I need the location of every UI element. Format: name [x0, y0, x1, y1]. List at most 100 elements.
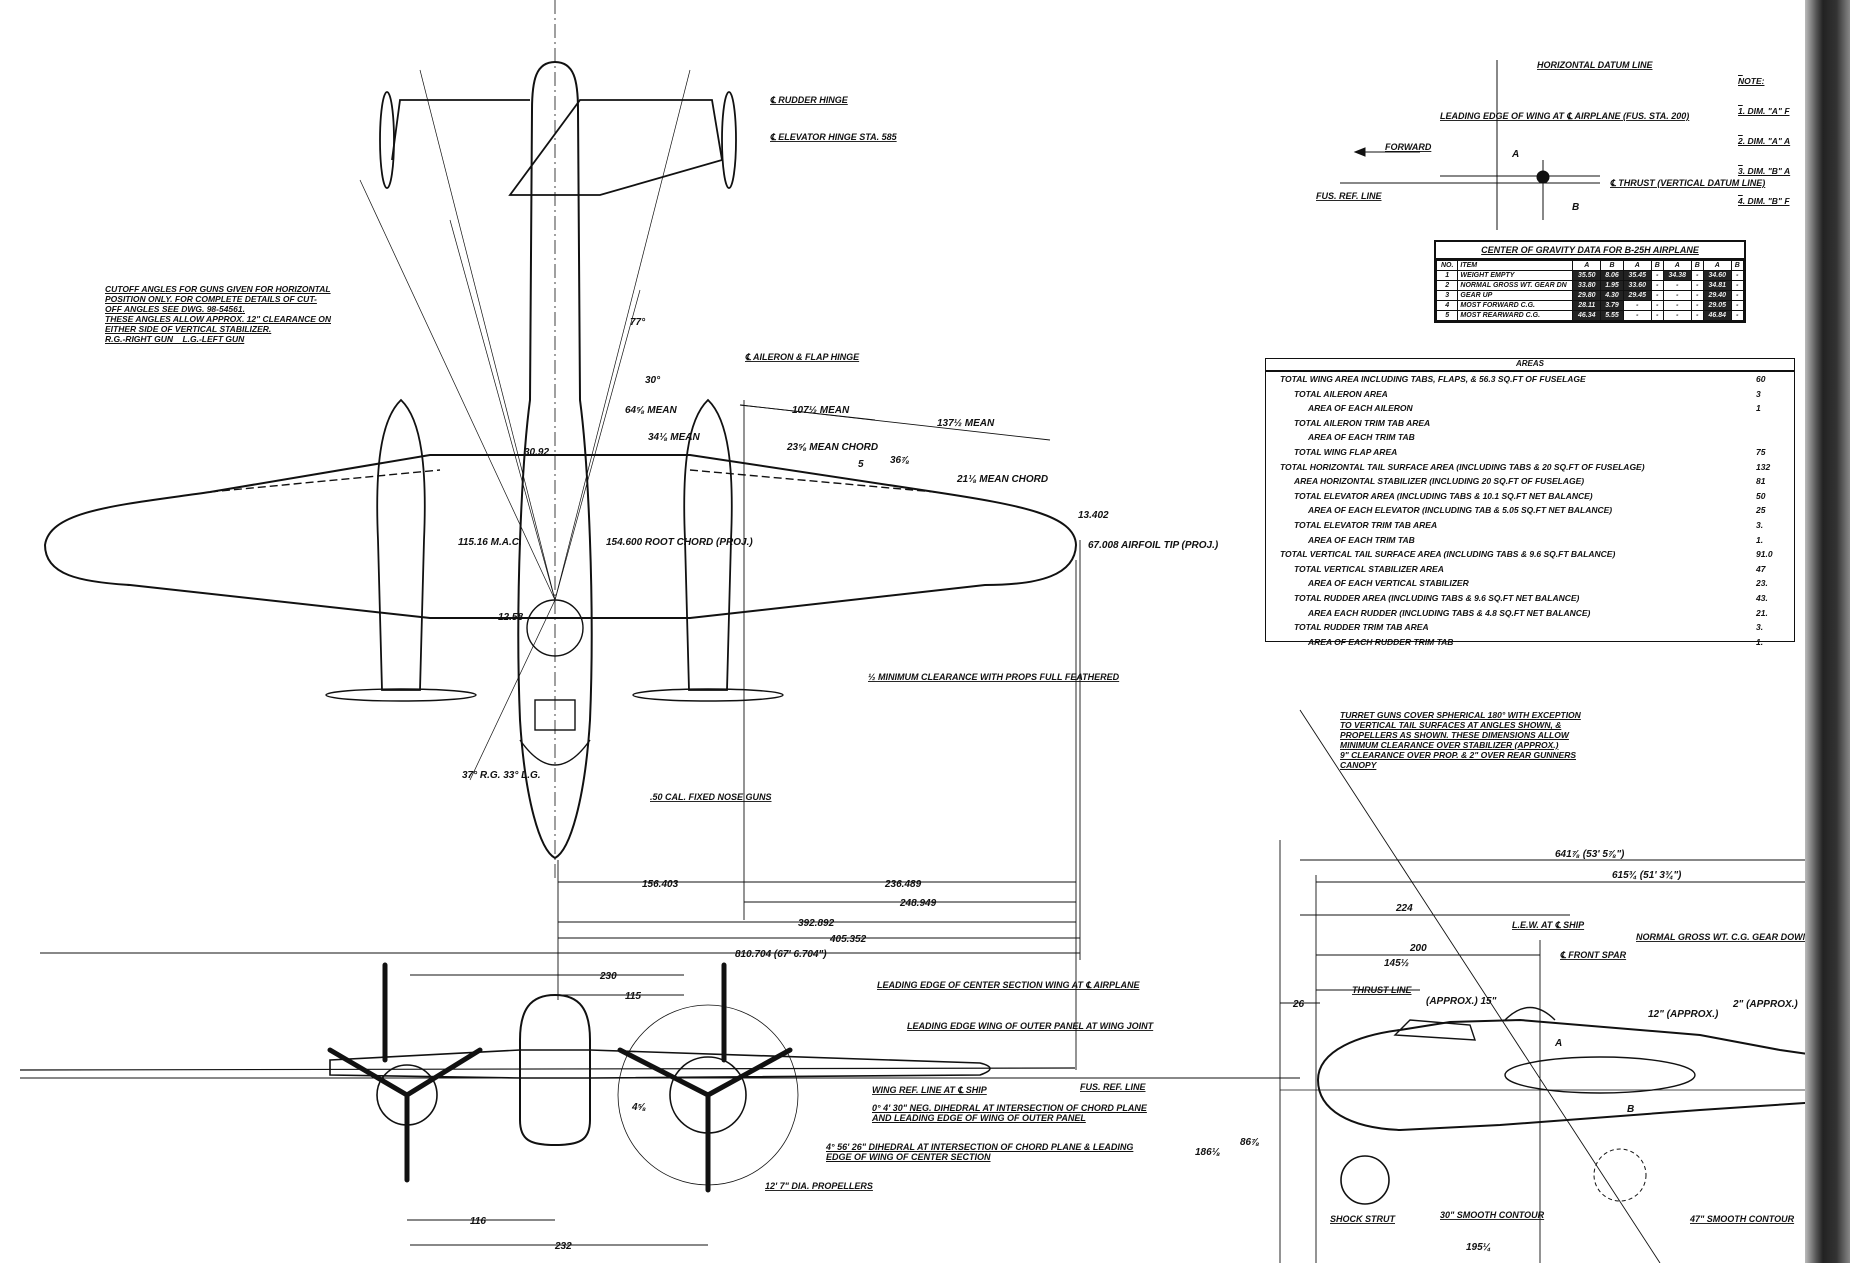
cg-value-cell: 28.11	[1572, 300, 1602, 311]
dim-86: 86⅞	[1240, 1137, 1259, 1148]
area-value: 50	[1756, 490, 1766, 501]
cg-header-cell: ITEM	[1457, 260, 1574, 271]
right-vertical-tail	[721, 91, 737, 189]
dim-107-mean: 107½ MEAN	[792, 405, 850, 416]
forward-label: FORWARD	[1385, 142, 1432, 152]
fuselage-side	[1316, 1018, 1850, 1132]
horizontal-datum-label: HORIZONTAL DATUM LINE	[1537, 60, 1653, 70]
cg-row-number: 3	[1435, 290, 1459, 301]
area-value: 25	[1756, 505, 1766, 516]
areas-row: TOTAL WING AREA INCLUDING TABS, FLAPS, &…	[1266, 372, 1794, 387]
cg-value-cell: 3.79	[1600, 300, 1624, 311]
dim-30-92: 30.92	[524, 447, 549, 458]
datum-diagram	[1340, 60, 1600, 230]
cg-value-cell: -	[1730, 300, 1745, 311]
dim-641: 641⅞ (53' 5⅞")	[1555, 849, 1625, 860]
dim-230: 230	[599, 971, 617, 982]
cg-data-table: CENTER OF GRAVITY DATA FOR B-25H AIRPLAN…	[1434, 240, 1746, 323]
cg-value-cell: -	[1622, 310, 1652, 321]
area-label: TOTAL AILERON TRIM TAB AREA	[1294, 417, 1431, 428]
area-value: 60	[1756, 374, 1766, 384]
area-label: TOTAL RUDDER TRIM TAB AREA	[1294, 622, 1429, 633]
area-value: 81	[1756, 476, 1766, 487]
area-value: 21.	[1756, 607, 1768, 618]
dim-405: 405.352	[829, 934, 867, 945]
dim-36: 36⅞	[890, 455, 909, 466]
approx-12-label: 12" (APPROX.)	[1648, 1009, 1719, 1020]
areas-table-title: AREAS	[1266, 359, 1794, 372]
cutoff-angles-note: CUTOFF ANGLES FOR GUNS GIVEN FOR HORIZON…	[105, 284, 331, 344]
dim-5: 5	[858, 459, 864, 470]
cg-value-cell: -	[1730, 310, 1745, 321]
smooth-47-label: 47" SMOOTH CONTOUR	[1689, 1214, 1795, 1224]
area-value: 3	[1756, 388, 1761, 399]
areas-row: AREA OF EACH TRIM TAB	[1266, 430, 1794, 445]
note-item: 2. DIM. "A" A	[1738, 136, 1791, 146]
cg-header-cell: A	[1622, 260, 1652, 271]
cg-value-cell: -	[1650, 270, 1664, 281]
left-vertical-tail	[379, 91, 395, 189]
area-label: TOTAL HORIZONTAL TAIL SURFACE AREA (INCL…	[1280, 461, 1645, 472]
left-nacelle	[376, 398, 426, 691]
smooth-30-label: 30" SMOOTH CONTOUR	[1440, 1210, 1545, 1220]
cg-value-cell: -	[1662, 280, 1692, 291]
normal-gross-label: NORMAL GROSS WT. C.G. GEAR DOWN	[1636, 932, 1810, 942]
le-center-label: LEADING EDGE OF CENTER SECTION WING AT ℄…	[877, 980, 1140, 990]
dim-26: 26	[1292, 999, 1305, 1010]
cg-value-cell: 4.30	[1600, 290, 1624, 301]
dim-115: 115	[625, 991, 641, 1002]
dim-195: 195¼	[1466, 1242, 1491, 1253]
area-value: 3.	[1756, 622, 1764, 633]
cg-value-cell: 34.60	[1702, 270, 1732, 281]
areas-row: AREA OF EACH ELEVATOR (INCLUDING TAB & 5…	[1266, 503, 1794, 518]
elevator-hinge-label: ℄ ELEVATOR HINGE STA. 585	[770, 132, 898, 142]
cg-row-item: MOST FORWARD C.G.	[1457, 300, 1574, 311]
cg-value-cell: -	[1650, 310, 1664, 321]
notes-title: NOTE:	[1738, 76, 1765, 86]
cg-row-item: WEIGHT EMPTY	[1457, 270, 1574, 281]
thrust-label: ℄ THRUST (VERTICAL DATUM LINE)	[1610, 178, 1765, 188]
area-label: TOTAL WING FLAP AREA	[1294, 446, 1398, 457]
area-value: 23.	[1756, 578, 1768, 589]
areas-row: AREA HORIZONTAL STABILIZER (INCLUDING 20…	[1266, 474, 1794, 489]
cg-value-cell: 33.80	[1572, 280, 1602, 291]
area-value: 47	[1756, 563, 1766, 574]
angle-rg-lg: 37° R.G. 33° L.G.	[462, 770, 541, 781]
area-value: 1.	[1756, 636, 1764, 647]
note-item: 3. DIM. "B" A	[1738, 166, 1791, 176]
cg-row-number: 1	[1435, 270, 1459, 281]
cg-value-cell: 5.55	[1600, 310, 1624, 321]
datum-labels: HORIZONTAL DATUM LINE LEADING EDGE OF WI…	[1316, 60, 1765, 213]
front-spar-label: ℄ FRONT SPAR	[1560, 950, 1627, 960]
cg-value-cell: 33.60	[1622, 280, 1652, 291]
dihedral-center-label: 4° 56' 26" DIHEDRAL AT INTERSECTION OF C…	[826, 1142, 1134, 1162]
dim-236: 236.489	[884, 879, 922, 890]
cg-value-cell: -	[1690, 300, 1704, 311]
cg-value-cell: -	[1690, 290, 1704, 301]
dim-145: 145½	[1384, 958, 1409, 969]
angle-77: 77°	[630, 317, 646, 328]
cg-value-cell: -	[1690, 310, 1704, 321]
dim-64-mean: 64⅝ MEAN	[625, 405, 677, 416]
angle-30: 30°	[645, 375, 661, 386]
nose-guns-label: .50 CAL. FIXED NOSE GUNS	[650, 792, 772, 802]
area-label: TOTAL WING AREA INCLUDING TABS, FLAPS, &…	[1280, 374, 1586, 384]
dim-810: 810.704 (67' 6.704")	[735, 949, 827, 960]
dim-615: 615¾ (51' 3¾")	[1612, 870, 1682, 881]
top-view	[40, 0, 1081, 1070]
top-view-labels: ℄ RUDDER HINGE ℄ ELEVATOR HINGE STA. 585…	[458, 95, 1219, 960]
area-label: TOTAL VERTICAL STABILIZER AREA	[1294, 563, 1444, 574]
dim-116: 116	[470, 1216, 486, 1227]
scan-edge-shadow	[1805, 0, 1850, 1263]
turret-guns-note: TURRET GUNS COVER SPHERICAL 180° WITH EX…	[1340, 710, 1581, 770]
cg-value-cell: -	[1730, 280, 1745, 291]
cg-value-cell: 29.05	[1702, 300, 1732, 311]
area-value: 1.	[1756, 534, 1764, 545]
side-view-labels: 641⅞ (53' 5⅞") 615¾ (51' 3¾") 224 200 14…	[1195, 849, 1810, 1253]
cg-value-cell: 34.81	[1702, 280, 1732, 291]
